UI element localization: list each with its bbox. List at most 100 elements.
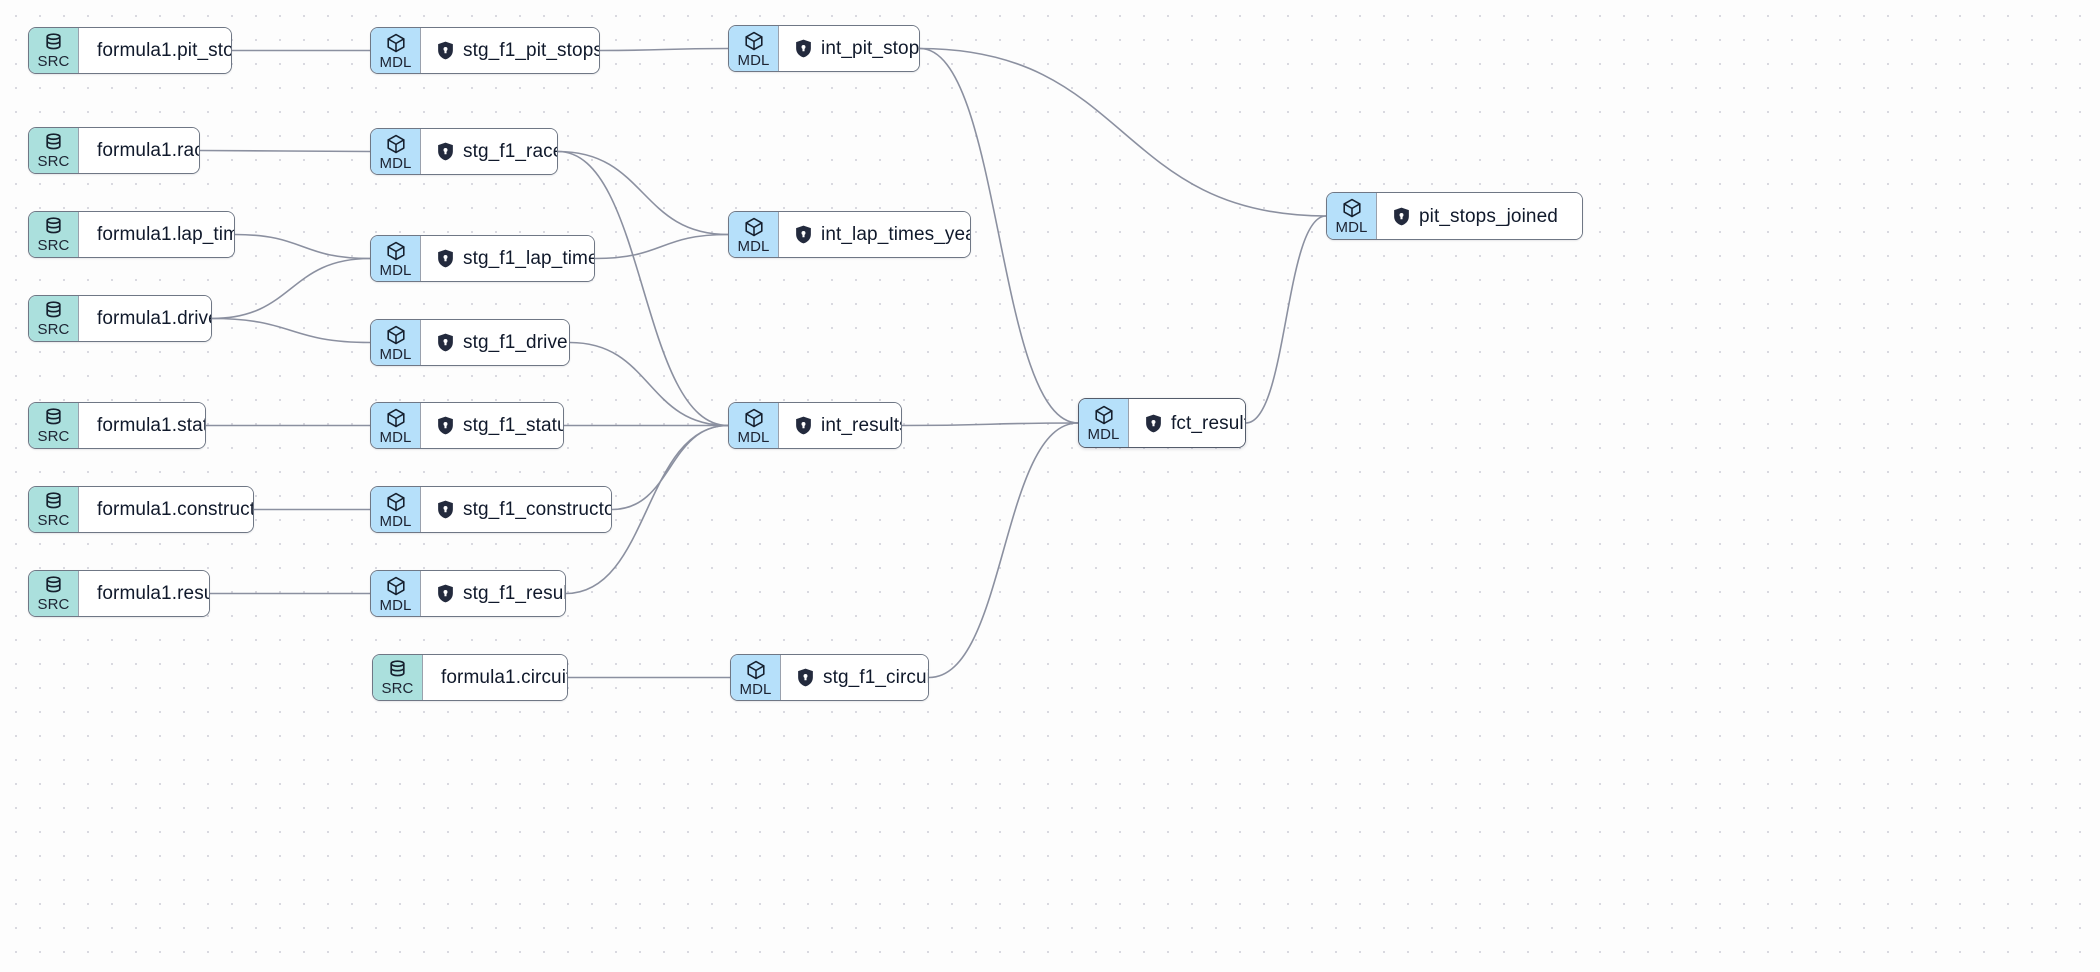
cube-icon — [743, 216, 765, 238]
badge-label: MDL — [737, 428, 770, 446]
node-label: formula1.results — [97, 583, 209, 604]
graph-node-stg_status[interactable]: MDL stg_f1_status — [370, 402, 564, 449]
node-body: formula1.drivers — [79, 296, 211, 341]
node-label: int_results — [821, 415, 902, 436]
graph-node-src_status[interactable]: SRC formula1.status — [28, 402, 206, 449]
model-badge: MDL — [371, 236, 421, 281]
node-body: formula1.constructors — [79, 487, 253, 532]
database-icon — [43, 216, 64, 237]
edge-stg_races-to-int_results — [557, 150, 729, 427]
badge-label: MDL — [379, 345, 412, 363]
node-label: stg_f1_drivers — [463, 332, 569, 353]
cube-icon — [385, 324, 407, 346]
graph-node-src_results[interactable]: SRC formula1.results — [28, 570, 210, 617]
node-body: formula1.pit_stops — [79, 28, 231, 73]
badge-label: SRC — [37, 153, 70, 170]
shield-lock-icon — [795, 416, 812, 435]
shield-lock-icon — [795, 39, 812, 58]
graph-node-int_lap_times_years[interactable]: MDL int_lap_times_years — [728, 211, 971, 258]
node-label: formula1.lap_times — [97, 224, 234, 245]
graph-node-stg_drivers[interactable]: MDL stg_f1_drivers — [370, 319, 570, 366]
shield-lock-icon — [1393, 207, 1410, 226]
badge-label: SRC — [37, 428, 70, 445]
source-badge: SRC — [29, 296, 79, 341]
cube-icon — [385, 240, 407, 262]
source-badge: SRC — [29, 212, 79, 257]
graph-node-pit_stops_joined[interactable]: MDL pit_stops_joined — [1326, 192, 1583, 240]
cube-icon — [385, 491, 407, 513]
graph-node-src_pit_stops[interactable]: SRC formula1.pit_stops — [28, 27, 232, 74]
node-body: int_pit_stops — [779, 26, 919, 71]
graph-node-src_constructors[interactable]: SRC formula1.constructors — [28, 486, 254, 533]
graph-node-src_drivers[interactable]: SRC formula1.drivers — [28, 295, 212, 342]
graph-node-fct_results[interactable]: MDL fct_results — [1078, 398, 1246, 448]
node-label: formula1.pit_stops — [97, 40, 231, 61]
model-badge: MDL — [729, 212, 779, 257]
edge-src_lap_times-to-stg_lap_times — [234, 233, 371, 260]
shield-lock-icon — [795, 225, 812, 244]
node-label: stg_f1_status — [463, 415, 563, 436]
graph-node-stg_races[interactable]: MDL stg_f1_races — [370, 128, 558, 175]
badge-label: MDL — [379, 596, 412, 614]
model-badge: MDL — [371, 403, 421, 448]
node-label: formula1.races — [97, 140, 199, 161]
database-icon — [43, 491, 64, 512]
node-body: pit_stops_joined — [1377, 193, 1582, 239]
shield-lock-icon — [797, 668, 814, 687]
edge-src_drivers-to-stg_lap_times — [211, 257, 371, 320]
node-body: fct_results — [1129, 399, 1245, 447]
node-body: stg_f1_pit_stops — [421, 28, 600, 73]
source-badge: SRC — [29, 571, 79, 616]
node-label: stg_f1_races — [463, 141, 557, 162]
badge-label: MDL — [737, 51, 770, 69]
badge-label: SRC — [37, 512, 70, 529]
badge-label: MDL — [1087, 426, 1120, 443]
node-body: formula1.lap_times — [79, 212, 234, 257]
cube-icon — [385, 407, 407, 429]
node-body: stg_f1_lap_times — [421, 236, 594, 281]
shield-lock-icon — [437, 249, 454, 268]
database-icon — [43, 132, 64, 153]
cube-icon — [743, 407, 765, 429]
graph-node-src_races[interactable]: SRC formula1.races — [28, 127, 200, 174]
edge-fct_results-to-pit_stops_joined — [1245, 215, 1327, 424]
node-label: formula1.status — [97, 415, 205, 436]
node-body: formula1.status — [79, 403, 205, 448]
badge-label: MDL — [1335, 219, 1368, 236]
cube-icon — [385, 133, 407, 155]
edge-stg_races-to-int_lap_times_years — [557, 150, 729, 236]
graph-node-stg_pit_stops[interactable]: MDL stg_f1_pit_stops — [370, 27, 600, 74]
edge-stg_constructors-to-int_results — [611, 424, 729, 511]
node-label: int_lap_times_years — [821, 224, 970, 245]
model-badge: MDL — [1327, 193, 1377, 239]
model-badge: MDL — [729, 26, 779, 71]
node-body: stg_f1_constructors — [421, 487, 611, 532]
node-body: formula1.circuits — [423, 655, 567, 700]
source-badge: SRC — [29, 487, 79, 532]
badge-label: MDL — [379, 154, 412, 172]
graph-node-src_lap_times[interactable]: SRC formula1.lap_times — [28, 211, 235, 258]
model-badge: MDL — [371, 129, 421, 174]
shield-lock-icon — [437, 500, 454, 519]
source-badge: SRC — [29, 28, 79, 73]
source-badge: SRC — [373, 655, 423, 700]
database-icon — [387, 659, 408, 680]
graph-node-int_pit_stops[interactable]: MDL int_pit_stops — [728, 25, 920, 72]
node-body: stg_f1_circuits — [781, 655, 928, 700]
node-label: fct_results — [1171, 412, 1245, 434]
graph-node-int_results[interactable]: MDL int_results — [728, 402, 902, 449]
model-badge: MDL — [371, 487, 421, 532]
badge-label: SRC — [37, 321, 70, 338]
node-label: stg_f1_pit_stops — [463, 40, 600, 61]
node-label: pit_stops_joined — [1419, 205, 1558, 227]
badge-label: MDL — [737, 237, 770, 255]
badge-label: MDL — [379, 53, 412, 71]
node-label: formula1.drivers — [97, 308, 211, 329]
